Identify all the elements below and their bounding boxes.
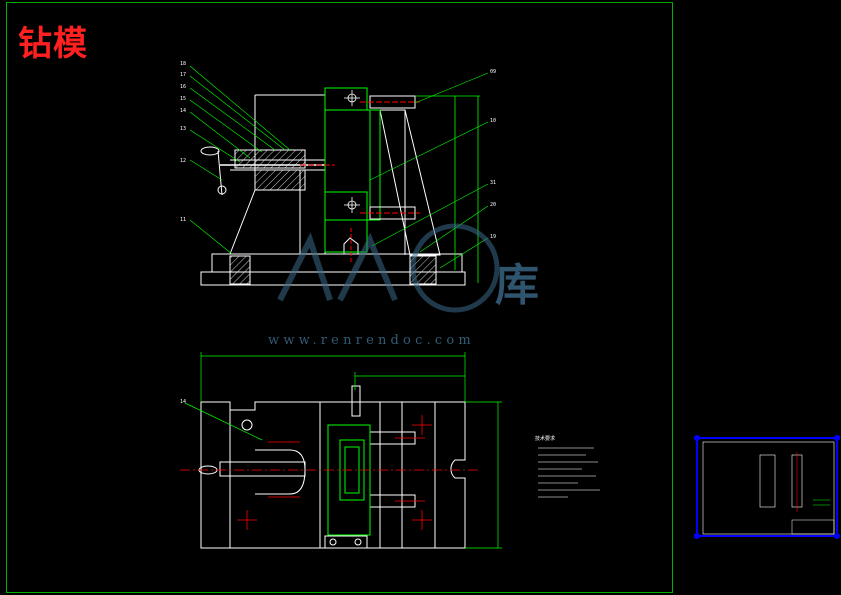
watermark-url: www.renrendoc.com	[268, 333, 475, 348]
balloon-label: 31	[490, 180, 496, 186]
jack-pin	[343, 237, 359, 254]
balloon-label: 18	[180, 61, 186, 67]
front-balloon-labels: 18 17 16 15 14 13 12 11 09 10 31 20 19	[180, 61, 496, 240]
balloon-label: 11	[180, 217, 186, 223]
workpiece-top	[327, 424, 371, 536]
preview-grip	[834, 435, 840, 441]
balloon-label: 09	[490, 69, 496, 75]
preview-grip	[834, 533, 840, 539]
base-hatch-left	[229, 255, 251, 285]
watermark-logo	[277, 223, 500, 313]
balloon-label: 15	[180, 96, 186, 102]
drawing-title: 钻模	[18, 24, 88, 64]
balloon-label: 10	[490, 118, 496, 124]
preview-grip	[694, 533, 700, 539]
center-marks-front	[344, 90, 360, 213]
technical-notes: 技术要求	[535, 435, 555, 442]
preview-frame	[696, 437, 838, 537]
front-leaders	[189, 65, 489, 269]
base-body	[211, 253, 463, 273]
balloon-label: 19	[490, 234, 496, 240]
notes-heading: 技术要求	[535, 435, 555, 442]
top-view-centerlines	[180, 415, 480, 530]
drill-bushings-front	[300, 95, 420, 220]
balloon-label: 20	[490, 202, 496, 208]
balloon-label: 14	[180, 108, 186, 114]
handle-knob-top	[200, 146, 220, 156]
drawing-sheet-frame	[6, 2, 673, 593]
balloon-label: 14	[180, 399, 186, 405]
technical-notes-lines	[538, 447, 600, 498]
balloon-label: 17	[180, 72, 186, 78]
balloon-label: 16	[180, 84, 186, 90]
watermark-brand-char: 库	[495, 260, 539, 311]
top-view-outline	[200, 401, 466, 549]
preview-grip	[694, 435, 700, 441]
balloon-label: 13	[180, 126, 186, 132]
balloon-label: 12	[180, 158, 186, 164]
top-view-dimensions	[184, 352, 502, 549]
